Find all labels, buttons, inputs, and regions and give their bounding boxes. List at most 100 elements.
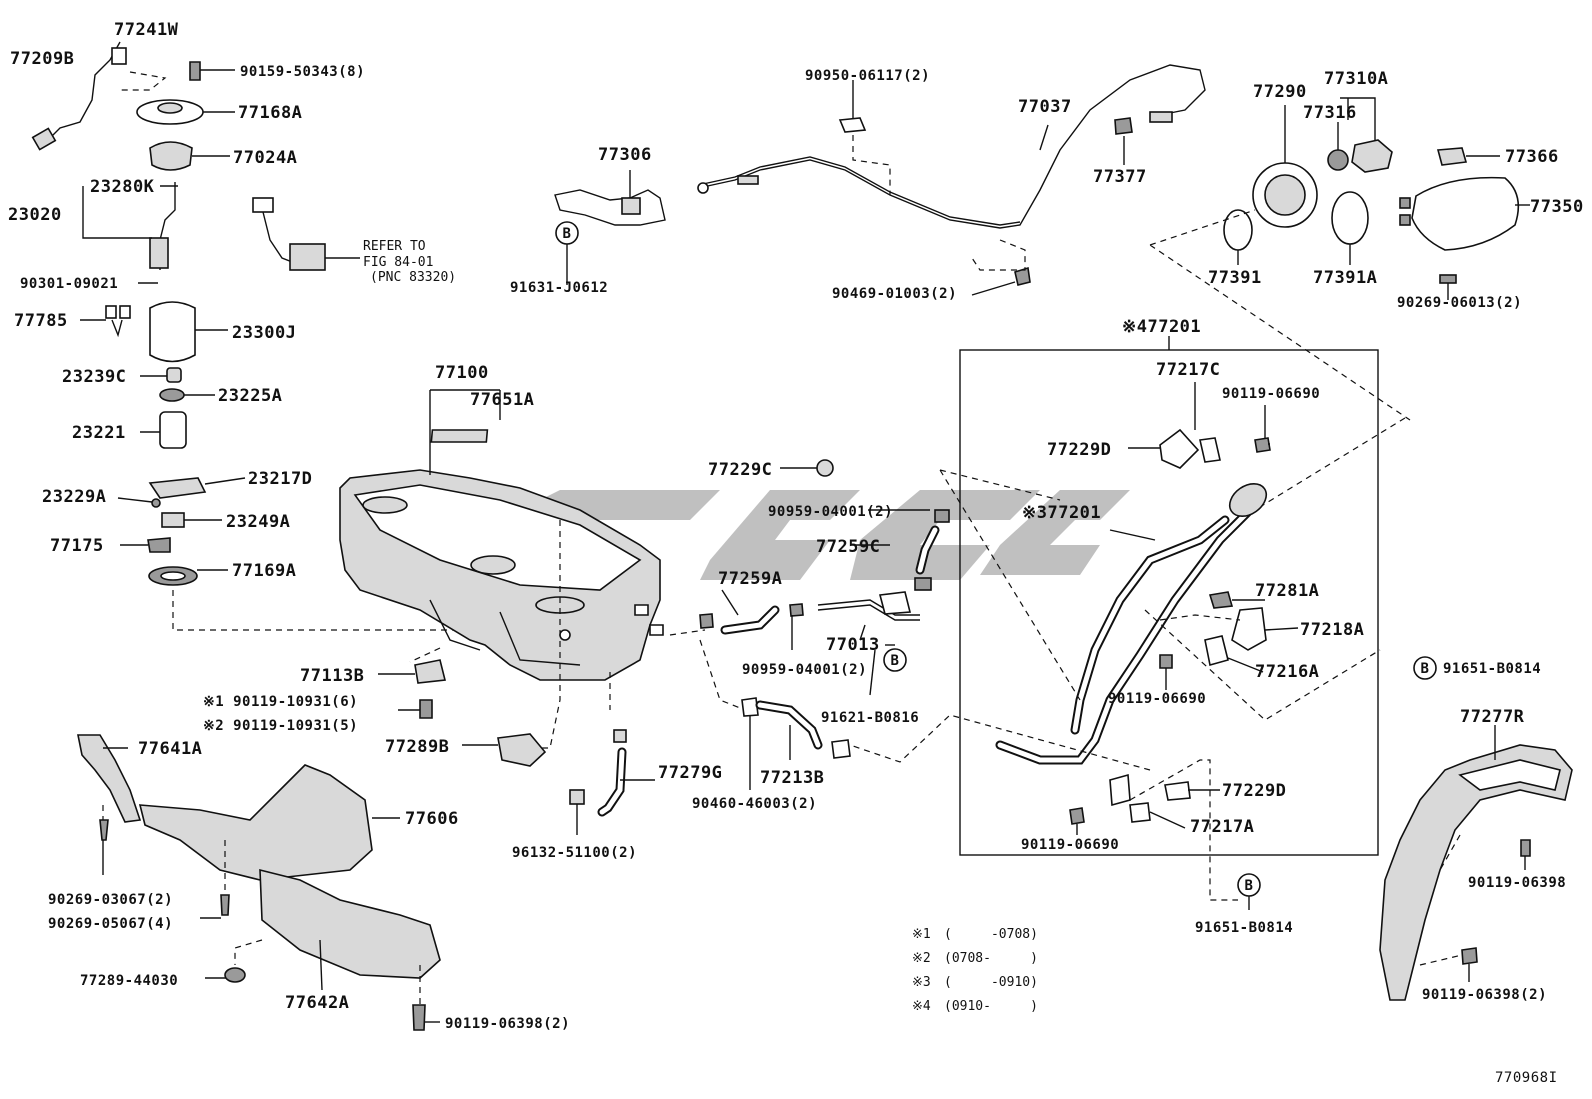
label-77013: 77013 xyxy=(826,635,880,655)
label-23249A: 23249A xyxy=(226,512,290,532)
label-77377: 77377 xyxy=(1093,167,1147,187)
label-90269-03067: 90269-03067(2) xyxy=(48,892,173,908)
label-90950: 90950-06117(2) xyxy=(805,68,930,84)
fuel-lid-icon xyxy=(1411,176,1520,251)
callout-b-3 xyxy=(1413,656,1437,680)
grommet-icon xyxy=(816,459,834,477)
label-90119-06398-b: 90119-06398(2) xyxy=(1422,987,1547,1003)
legend-range-2: (0708- ) xyxy=(944,951,1038,966)
legend-mark-4: ※4 xyxy=(912,999,931,1014)
label-77213B: 77213B xyxy=(760,768,824,788)
cover-77606-icon xyxy=(138,764,373,881)
label-77168A: 77168A xyxy=(238,103,302,123)
tank-brackets xyxy=(378,659,547,767)
refer-line-2: FIG 84-01 xyxy=(363,255,433,270)
label-90119-06398-a: 90119-06398 xyxy=(1468,875,1566,891)
label-91651-b: 91651-B0814 xyxy=(1195,920,1293,936)
legend-range-4: (0910- ) xyxy=(944,999,1038,1014)
label-77024A: 77024A xyxy=(233,148,297,168)
fuel-pump-assembly xyxy=(31,41,505,631)
label-77366: 77366 xyxy=(1505,147,1559,167)
strainer-icon xyxy=(148,477,207,499)
label-23239C: 23239C xyxy=(62,367,126,387)
label-90119-06690-a: 90119-06690 xyxy=(1222,386,1320,402)
label-77306: 77306 xyxy=(598,145,652,165)
svg-text:B: B xyxy=(1421,661,1430,677)
label-77241W: 77241W xyxy=(114,20,179,40)
label-90119-06690-c: 90119-06690 xyxy=(1021,837,1119,853)
label-90269-05067: 90269-05067(4) xyxy=(48,916,173,932)
label-77259A: 77259A xyxy=(718,569,782,589)
connector-icon xyxy=(31,127,57,151)
refer-line-1: REFER TO xyxy=(363,239,426,254)
under-covers xyxy=(77,734,441,1031)
label-77290: 77290 xyxy=(1253,82,1307,102)
label-77785: 77785 xyxy=(14,311,68,331)
label-77289-44030: 77289-44030 xyxy=(80,973,178,989)
label-77216A: 77216A xyxy=(1255,662,1319,682)
part-labels: 77241W 77209B 90159-50343(8) 77168A 7702… xyxy=(8,20,1584,1032)
clip-icon xyxy=(111,47,127,65)
label-77642A: 77642A xyxy=(285,993,349,1013)
label-77606: 77606 xyxy=(405,809,459,829)
label-77209B: 77209B xyxy=(10,49,74,69)
pump-canister-icon xyxy=(149,301,196,363)
callout-markers: B B B B xyxy=(555,221,1437,910)
label-77229D-b: 77229D xyxy=(1222,781,1286,801)
relay-connector xyxy=(252,197,360,271)
legend-range-3: ( -0910) xyxy=(944,975,1038,990)
fuel-tank xyxy=(339,389,664,749)
label-77289B: 77289B xyxy=(385,737,449,757)
label-23020: 23020 xyxy=(8,205,62,225)
label-23225A: 23225A xyxy=(218,386,282,406)
label-77391A: 77391A xyxy=(1313,268,1377,288)
label-90119-06690-b: 90119-06690 xyxy=(1108,691,1206,707)
legend-mark-3: ※3 xyxy=(912,975,931,990)
label-90159: 90159-50343(8) xyxy=(240,64,365,80)
label-90469: 90469-01003(2) xyxy=(832,286,957,302)
label-77259C: 77259C xyxy=(816,537,880,557)
diagram-id: 770968I xyxy=(1495,1070,1558,1086)
label-77279G: 77279G xyxy=(658,763,722,783)
label-77651A: 77651A xyxy=(470,390,534,410)
liner-77277R-icon xyxy=(1379,744,1573,1001)
label-90269-06013: 90269-06013(2) xyxy=(1397,295,1522,311)
label-23217D: 23217D xyxy=(248,469,312,489)
label-23221: 23221 xyxy=(72,423,126,443)
fuel-filter-icon xyxy=(149,237,169,269)
refer-line-3: (PNC 83320) xyxy=(370,270,456,285)
label-77100: 77100 xyxy=(435,363,489,383)
label-90301: 90301-09021 xyxy=(20,276,118,292)
label-90460: 90460-46003(2) xyxy=(692,796,817,812)
label-77217A: 77217A xyxy=(1190,817,1254,837)
fuel-cap-icon xyxy=(1351,139,1393,173)
label-77217C: 77217C xyxy=(1156,360,1220,380)
tank-pad-icon xyxy=(430,429,489,443)
label-77316: 77316 xyxy=(1303,103,1357,123)
label-90959-b: 90959-04001(2) xyxy=(742,662,867,678)
wheel-liner xyxy=(1379,725,1573,1001)
label-23300J: 23300J xyxy=(232,323,296,343)
label-90959-a: 90959-04001(2) xyxy=(768,504,893,520)
label-96132: 96132-51100(2) xyxy=(512,845,637,861)
fuel-cap-lid xyxy=(1149,97,1530,511)
callout-b-2 xyxy=(883,648,907,672)
label-91631: 91631-J0612 xyxy=(510,280,608,296)
label-77391: 77391 xyxy=(1208,268,1262,288)
label-77229C: 77229C xyxy=(708,460,772,480)
svg-text:B: B xyxy=(1245,878,1254,894)
svg-text:B: B xyxy=(563,226,572,242)
label-91621: 91621-B0816 xyxy=(821,710,919,726)
label-91651-a: 91651-B0814 xyxy=(1443,661,1541,677)
legend-range-1: ( -0708) xyxy=(944,927,1038,942)
label-77350: 77350 xyxy=(1530,197,1584,217)
svg-text:B: B xyxy=(891,653,900,669)
label-23229A: 23229A xyxy=(42,487,106,507)
label-90119-10931-2: ※2 90119-10931(5) xyxy=(203,718,358,734)
label-77218A: 77218A xyxy=(1300,620,1364,640)
label-90119-06398-c: 90119-06398(2) xyxy=(445,1016,570,1032)
bolt-icon xyxy=(189,61,201,81)
label-77277R: 77277R xyxy=(1460,707,1525,727)
filler-pipe-group xyxy=(849,336,1381,901)
